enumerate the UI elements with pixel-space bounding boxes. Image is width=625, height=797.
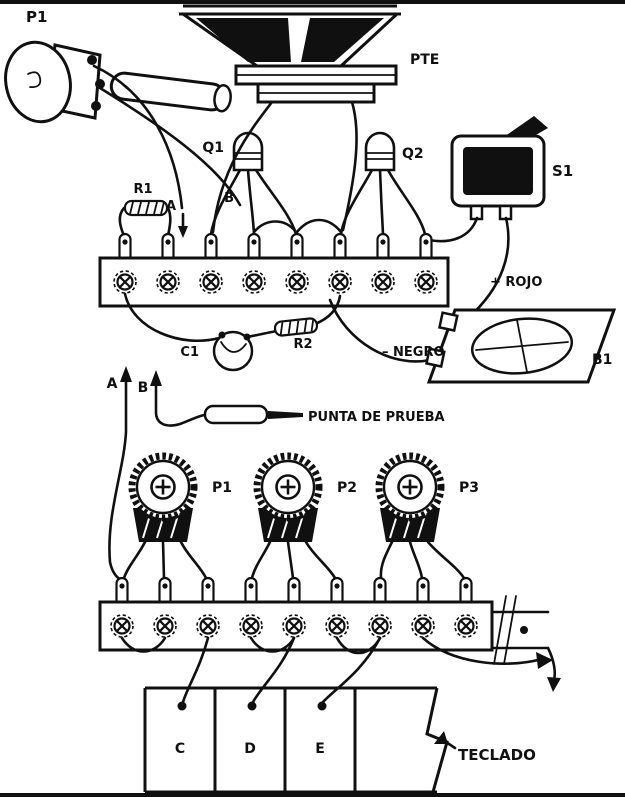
- scan-border-top: [0, 0, 625, 4]
- keyboard-break: [425, 687, 449, 793]
- battery-snap-positive: [438, 311, 459, 332]
- scan-border-bottom: [0, 793, 625, 797]
- key-d-contact: [247, 701, 257, 711]
- resistor-r2: [273, 316, 319, 338]
- switch-s1: [450, 116, 548, 221]
- battery-snap-negative: [425, 347, 446, 368]
- test-point-a-arrow: [178, 226, 188, 238]
- capacitor-c1: [212, 330, 254, 372]
- speaker: [178, 4, 401, 104]
- screw-terminal: [284, 269, 310, 295]
- arrow-right-continuation: [536, 652, 553, 669]
- probe-tip: [268, 411, 303, 419]
- break-slash: [503, 595, 517, 665]
- label-key-c: C: [175, 741, 185, 757]
- resistor-r1: [118, 199, 172, 238]
- label-p1-top: P1: [26, 8, 47, 26]
- potentiometer-p1-top: [4, 40, 232, 124]
- arrow-up-b: [150, 370, 162, 386]
- screw-terminal: [410, 613, 436, 639]
- label-b1: B1: [592, 352, 612, 368]
- break-slash: [493, 595, 507, 665]
- top-wires: [92, 64, 510, 320]
- label-pte: PTE: [410, 52, 439, 68]
- probe-body: [203, 404, 269, 425]
- arrow-up-a: [120, 366, 132, 382]
- label-b-mid: B: [138, 380, 149, 396]
- key-c-contact: [177, 701, 187, 711]
- label-a-top: A: [166, 199, 176, 214]
- screw-terminal: [413, 269, 439, 295]
- label-a-mid: A: [107, 376, 118, 392]
- label-q2: Q2: [402, 146, 424, 162]
- screw-terminal: [453, 613, 479, 639]
- screw-terminal: [109, 613, 135, 639]
- label-punta-de-prueba: PUNTA DE PRUEBA: [308, 410, 445, 425]
- screw-terminal: [238, 613, 264, 639]
- label-negro: – NEGRO: [382, 345, 445, 360]
- screw-terminal: [241, 269, 267, 295]
- pot-p3: [379, 456, 466, 580]
- label-q1: Q1: [202, 140, 224, 156]
- terminal-strip-1: [98, 232, 450, 308]
- screw-terminal: [370, 269, 396, 295]
- keyboard: [143, 686, 457, 794]
- screw-terminal: [152, 613, 178, 639]
- screw-terminal: [327, 269, 353, 295]
- screw-terminal: [112, 269, 138, 295]
- pot-p2: [250, 456, 337, 580]
- teclado-pointer-arrow: [434, 731, 448, 744]
- battery-b1: [425, 308, 617, 384]
- pot-p1: [122, 456, 208, 580]
- screw-terminal: [198, 269, 224, 295]
- label-key-e: E: [315, 741, 325, 757]
- label-r1: R1: [133, 182, 152, 197]
- label-rojo: + ROJO: [490, 275, 542, 290]
- label-pot3: P3: [459, 480, 479, 496]
- label-key-d: D: [244, 741, 256, 757]
- label-pot1: P1: [212, 480, 232, 496]
- screw-terminal: [324, 613, 350, 639]
- terminal-strip-2: [98, 576, 550, 665]
- labels: P1 PTE Q1 Q2 S1 R1 A B C1 R2 + ROJO – NE…: [26, 8, 612, 764]
- label-teclado: TECLADO: [458, 746, 536, 764]
- test-leads: [108, 366, 303, 582]
- label-pot2: P2: [337, 480, 357, 496]
- key-e-contact: [317, 701, 327, 711]
- screw-terminal: [155, 269, 181, 295]
- screw-terminal: [281, 613, 307, 639]
- bottom-wires: [120, 636, 561, 704]
- screw-terminal: [195, 613, 221, 639]
- label-r2: R2: [293, 337, 312, 352]
- screw-terminal: [367, 613, 393, 639]
- label-s1: S1: [552, 162, 573, 180]
- label-b-top: B: [224, 191, 234, 206]
- arrow-down-continuation: [547, 677, 561, 692]
- label-c1: C1: [180, 345, 199, 360]
